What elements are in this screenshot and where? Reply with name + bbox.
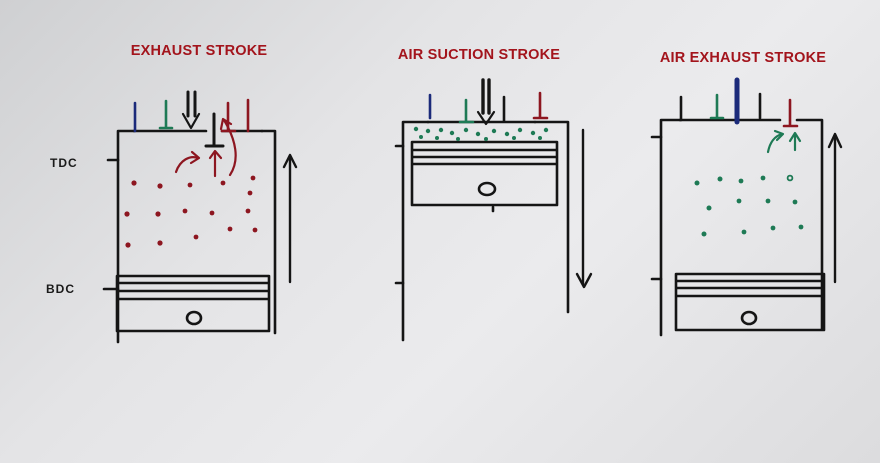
- air-exhaust-particles: [694, 174, 804, 237]
- air-suction-stroke-valves: [428, 78, 549, 126]
- exhaust-stroke-cylinder: [102, 129, 277, 344]
- air-exhaust-stroke-direction-arrow: [827, 132, 843, 284]
- bdc-label: BDC: [46, 282, 75, 296]
- air-exhaust-stroke-piston: [674, 272, 826, 332]
- tdc-label: TDC: [50, 156, 78, 170]
- exhaust-stroke-direction-arrow: [282, 153, 298, 284]
- exhaust-gas-arrows: [174, 117, 237, 178]
- air-exhaust-stroke-valves: [679, 77, 799, 128]
- air-suction-stroke-piston: [410, 140, 559, 213]
- exhaust-gas-particles: [124, 175, 258, 248]
- air-exhaust-stroke-cylinder: [650, 118, 824, 337]
- exhaust-stroke-title: EXHAUST STROKE: [130, 43, 268, 59]
- exhaust-stroke-valves: [133, 90, 250, 148]
- exhaust-stroke-piston: [115, 274, 271, 333]
- air-suction-stroke-cylinder: [394, 120, 570, 342]
- air-exhaust-arrows: [766, 129, 802, 154]
- air-exhaust-stroke-title: AIR EXHAUST STROKE: [659, 50, 827, 66]
- air-suction-stroke-direction-arrow: [575, 128, 593, 289]
- air-suction-stroke-title: AIR SUCTION STROKE: [397, 47, 561, 63]
- air-suction-particles: [413, 126, 549, 141]
